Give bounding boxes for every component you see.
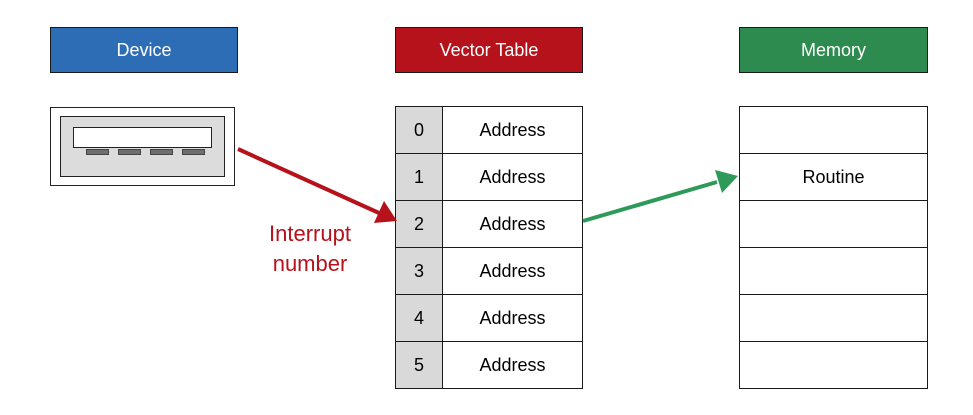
vector-table-header: Vector Table [395, 27, 583, 73]
vector-table: 0 Address 1 Address 2 Address 3 Address … [395, 106, 583, 389]
interrupt-arrow [237, 147, 397, 223]
memory-cell [740, 341, 927, 388]
vector-table-row: 4 Address [396, 294, 582, 341]
vector-index: 1 [396, 154, 443, 200]
usb-port-icon [50, 107, 235, 186]
usb-pin [150, 149, 173, 155]
vector-index: 3 [396, 248, 443, 294]
memory-cell [740, 247, 927, 294]
vector-address: Address [479, 354, 546, 375]
usb-pin [182, 149, 205, 155]
vector-address: Address [479, 307, 546, 328]
vector-address: Address [479, 119, 546, 140]
vector-index: 5 [396, 342, 443, 388]
routine-arrow [582, 170, 738, 223]
vector-table-row: 3 Address [396, 247, 582, 294]
interrupt-number-label: Interrupt number [262, 219, 358, 279]
vector-index: 0 [396, 107, 443, 153]
memory-table: Routine [739, 106, 928, 389]
vector-table-row: 0 Address [396, 107, 582, 153]
vector-index: 4 [396, 295, 443, 341]
usb-port-tongue [73, 127, 212, 148]
vector-table-row: 1 Address [396, 153, 582, 200]
interrupt-label-line2: number [272, 251, 348, 276]
vector-table-row: 2 Address [396, 200, 582, 247]
device-header: Device [50, 27, 238, 73]
memory-header: Memory [739, 27, 928, 73]
memory-cell [740, 294, 927, 341]
memory-cell [740, 200, 927, 247]
vector-address: Address [479, 260, 546, 281]
vector-address: Address [479, 166, 546, 187]
vector-index: 2 [396, 201, 443, 247]
vector-table-row: 5 Address [396, 341, 582, 388]
usb-port-body [60, 116, 225, 177]
usb-pin [86, 149, 109, 155]
interrupt-label-line1: Interrupt [269, 221, 351, 246]
usb-pin [118, 149, 141, 155]
vector-address: Address [479, 213, 546, 234]
memory-cell-routine: Routine [740, 153, 927, 200]
